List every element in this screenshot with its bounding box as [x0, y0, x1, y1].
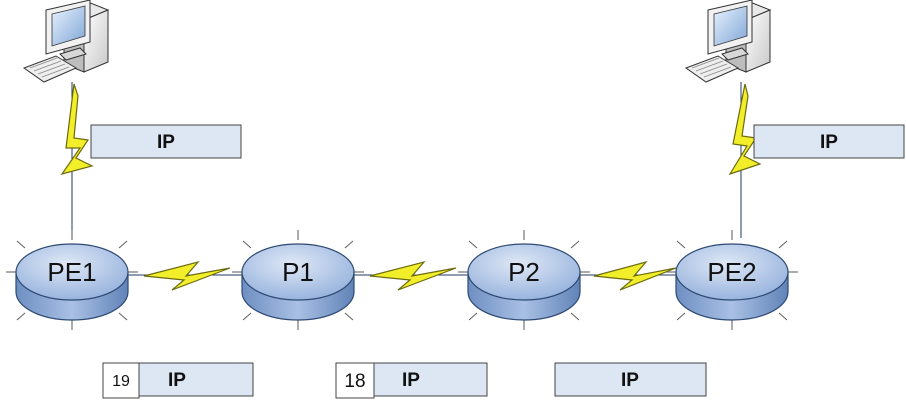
ip-header-box	[554, 362, 707, 397]
computer-icon	[685, 0, 771, 83]
mpls-label-box	[102, 362, 140, 399]
computer-icon	[23, 0, 109, 83]
host-left	[23, 0, 109, 83]
ip-header-text: IP	[168, 370, 186, 391]
lightning-bolt-icon	[60, 83, 94, 176]
packet-p2-pe2: IP	[554, 362, 707, 397]
ip-header-text: IP	[157, 132, 175, 153]
ip-header-box	[90, 124, 242, 159]
router-pe1: PE1	[5, 229, 139, 331]
mpls-label-text: 19	[112, 373, 130, 390]
lightning-bolt-icon	[728, 83, 762, 176]
packet-left-access: IP	[90, 124, 242, 159]
link-p1-p2	[354, 260, 470, 291]
link-host-right-pe2	[728, 82, 762, 238]
ip-header-box	[138, 362, 254, 397]
router-label: PE1	[47, 257, 96, 287]
lightning-bolt-icon	[369, 260, 457, 291]
ip-header-text: IP	[820, 132, 838, 153]
ip-header-box	[373, 362, 488, 397]
ip-header-text: IP	[621, 370, 639, 391]
host-right	[685, 0, 771, 83]
packet-pe1-p1: 19 IP	[102, 362, 254, 399]
packet-p1-p2: 18 IP	[335, 362, 488, 399]
mpls-label-box	[335, 362, 375, 399]
router-p2: P2	[457, 229, 591, 331]
link-p2-pe2	[580, 260, 678, 291]
mpls-label-text: 18	[344, 371, 365, 392]
link-host-left-pe1	[60, 82, 94, 238]
ip-header-text: IP	[402, 370, 420, 391]
router-label: PE2	[707, 257, 756, 287]
router-pe2: PE2	[665, 229, 799, 331]
lightning-bolt-icon	[143, 260, 231, 291]
packet-right-access: IP	[753, 124, 905, 159]
router-label: P1	[282, 257, 314, 287]
lightning-bolt-icon	[593, 260, 677, 291]
router-label: P2	[508, 257, 540, 287]
router-p1: P1	[231, 229, 365, 331]
ip-header-box	[753, 124, 905, 159]
link-pe1-p1	[128, 260, 244, 291]
